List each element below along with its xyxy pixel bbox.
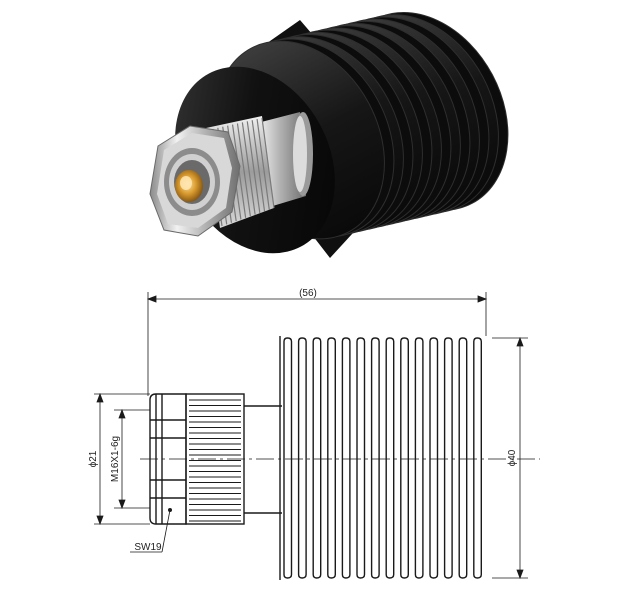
drawing-fin <box>356 337 366 579</box>
dim-body-diameter-label: ϕ40 <box>507 449 518 466</box>
center-pin <box>175 170 203 202</box>
dim-body-diameter <box>492 336 528 580</box>
drawing-fin <box>458 337 468 579</box>
dim-thread-label: M16X1-6g <box>110 436 121 482</box>
knurl-line <box>241 122 256 215</box>
dim-hex-leader <box>130 507 172 553</box>
drawing-fins <box>283 337 482 579</box>
dim-nut-diameter <box>94 392 150 526</box>
knurl-line <box>246 121 261 213</box>
drawing-fin <box>297 337 307 579</box>
drawing-fin <box>400 337 409 579</box>
drawing-shank <box>244 405 282 514</box>
drawing-fin <box>327 337 336 579</box>
drawing-fin <box>414 337 424 579</box>
knurl-line <box>251 120 266 212</box>
drawing-fin <box>312 337 322 579</box>
dim-nut-diameter-label: ϕ21 <box>88 450 99 467</box>
drawing-fin <box>283 337 293 579</box>
drawing-fin <box>341 337 351 579</box>
drawing-fin <box>370 337 380 579</box>
dim-overall-length <box>146 292 488 396</box>
drawing-fin <box>443 337 453 579</box>
drawing-fin <box>473 337 482 579</box>
knurl-line <box>261 117 275 209</box>
drawing-fin <box>429 337 439 579</box>
dim-overall-length-label: (56) <box>299 288 317 299</box>
drawing-fin <box>385 337 395 579</box>
heatsink <box>200 12 509 258</box>
dim-hex-size-label: SW19 <box>134 542 162 553</box>
knurl-line <box>256 119 270 210</box>
knurl-line <box>236 123 251 217</box>
dim-thread <box>114 408 150 510</box>
